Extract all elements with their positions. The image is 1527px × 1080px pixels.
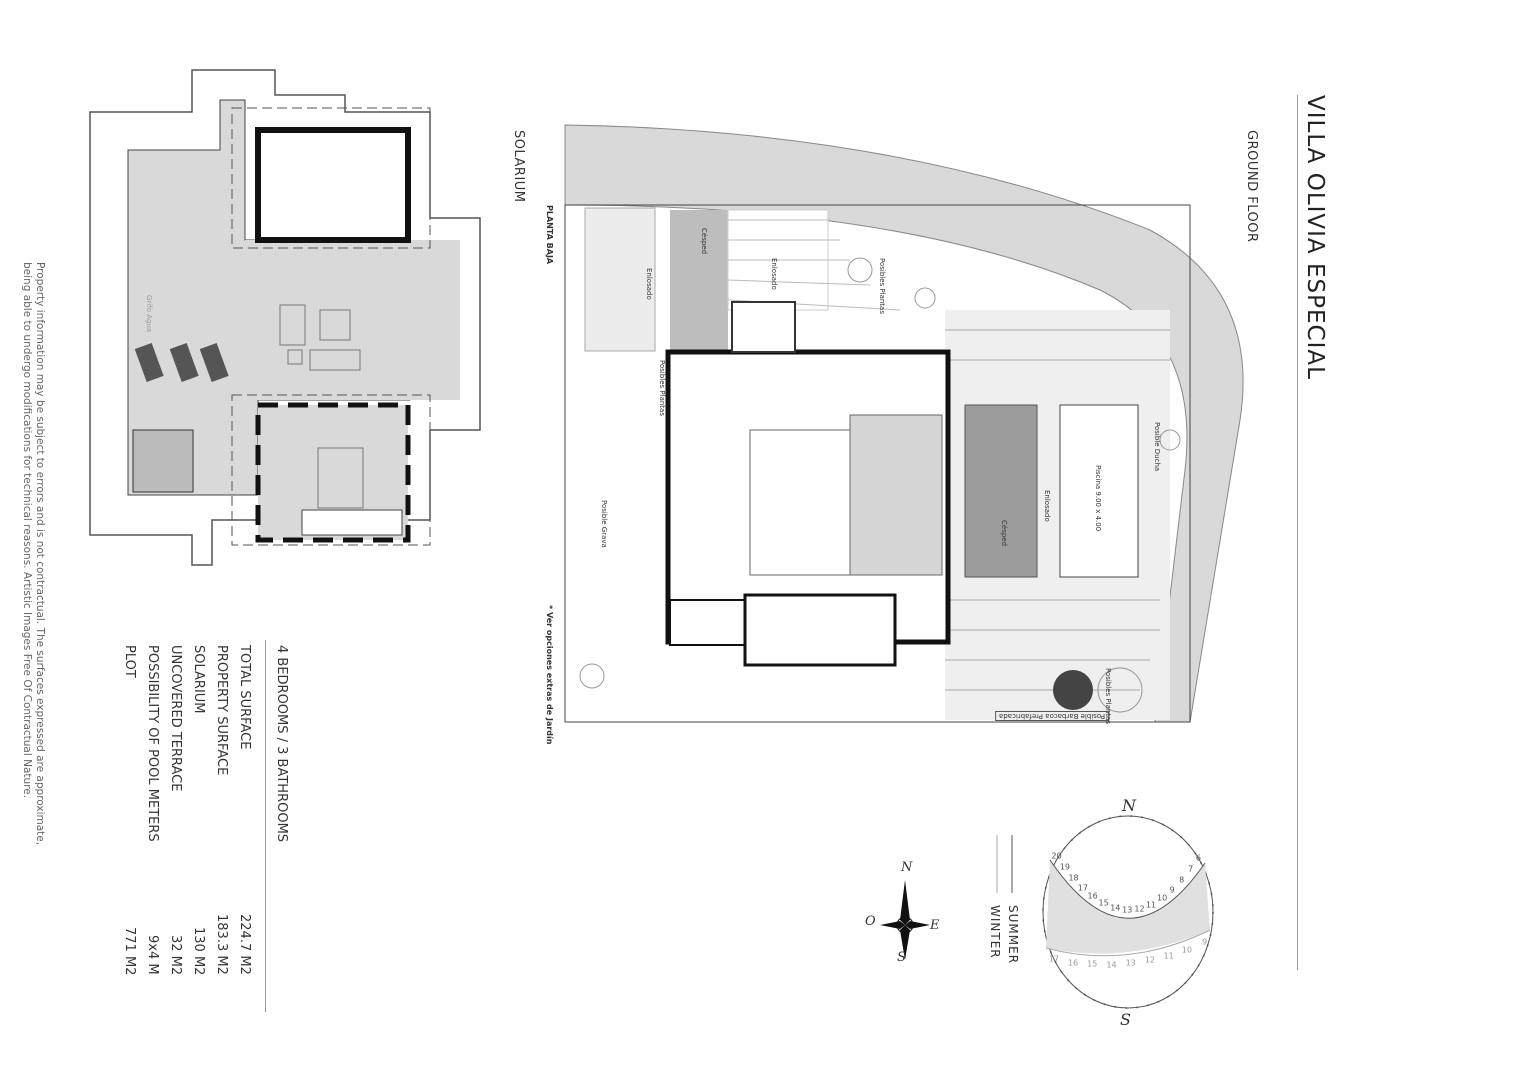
sun-path-diagram (996, 815, 1214, 1009)
spec-row: TOTAL SURFACE 224.7 M2 (233, 645, 256, 975)
summer-hour-label: 14 (1110, 903, 1121, 913)
specs-table: 4 BEDROOMS / 3 BATHROOMS TOTAL SURFACE 22… (118, 645, 293, 975)
ground-floor-heading: GROUND FLOOR (1244, 130, 1259, 243)
compass-e: E (930, 918, 940, 933)
winter-hour-label: 14 (1106, 960, 1117, 970)
label-cesped: Césped (1000, 520, 1008, 547)
label-grifo-agua: Grifo Agua (145, 295, 153, 333)
label-enlosado: Enlosado (645, 268, 653, 300)
summer-hour-label: 18 (1068, 873, 1079, 883)
label-posible-ducha: Posible Ducha (1153, 422, 1161, 472)
compass-n: N (901, 860, 913, 875)
label-enlosado: Enlosado (1043, 490, 1051, 522)
label-posible-grava: Posible Grava (600, 500, 608, 548)
spec-label: UNCOVERED TERRACE (168, 645, 183, 792)
winter-hour-label: 9 (1202, 937, 1208, 947)
summer-hour-label: 9 (1169, 885, 1175, 895)
disclaimer: Property information may be subject to e… (20, 262, 46, 845)
jardin-note: * Ver opciones extras de Jardín (545, 605, 554, 745)
summer-hour-label: 10 (1157, 893, 1168, 903)
summer-hour-label: 6 (1195, 853, 1201, 863)
spec-row: SOLARIUM 130 M2 (187, 645, 210, 975)
solarium-heading: SOLARIUM (511, 130, 526, 203)
label-posibles-plantas: Posibles Plantas (1104, 668, 1112, 724)
spec-value: 130 M2 (191, 926, 206, 975)
disclaimer-line: Property information may be subject to e… (34, 262, 46, 846)
planta-baja-label: PLANTA BAJA (545, 205, 554, 265)
spec-label: POSSIBILITY OF POOL METERS (145, 645, 160, 842)
label-barbacoa: Posible Barbacoa Prefabricada (995, 711, 1110, 721)
winter-hour-label: 13 (1125, 958, 1136, 968)
title-divider (1297, 95, 1298, 970)
winter-hour-label: 17 (1048, 954, 1059, 964)
spec-row: UNCOVERED TERRACE 32 M2 (164, 645, 187, 975)
sun-south: S (1120, 1010, 1131, 1029)
label-cesped: Césped (700, 228, 708, 255)
summer-hour-label: 15 (1098, 898, 1109, 908)
winter-hour-label: 15 (1087, 959, 1098, 969)
solarium-plan (89, 69, 481, 566)
summer-hour-label: 7 (1188, 864, 1194, 874)
winter-hour-label: 10 (1181, 945, 1192, 955)
spec-value: 771 M2 (122, 926, 137, 975)
spec-value: 32 M2 (168, 934, 183, 975)
spec-label: PLOT (122, 645, 137, 678)
compass-o: O (865, 914, 876, 929)
spec-row: PROPERTY SURFACE 183.3 M2 (210, 645, 233, 975)
ground-floor-plan (564, 124, 1244, 723)
spec-label: TOTAL SURFACE (237, 645, 252, 750)
summer-hour-label: 16 (1087, 891, 1098, 901)
label-piscina: Piscina 9.00 x 4.00 (1094, 465, 1102, 532)
spec-value: 9x4 M (145, 935, 160, 975)
summer-hour-label: 17 (1077, 883, 1088, 893)
label-enlosado: Enlosado (770, 258, 778, 290)
label-posibles-plantas: Posibles Plantas (658, 360, 666, 416)
summer-hour-label: 8 (1179, 875, 1185, 885)
spec-label: SOLARIUM (191, 645, 206, 714)
legend-summer: SUMMER (1006, 905, 1020, 965)
label-posibles-plantas: Posibles Plantas (878, 258, 886, 314)
spec-value: 183.3 M2 (214, 914, 229, 975)
spec-row: POSSIBILITY OF POOL METERS 9x4 M (141, 645, 164, 975)
summer-hour-label: 20 (1051, 851, 1062, 860)
winter-hour-label: 12 (1144, 955, 1155, 965)
disclaimer-line: being able to undergo modifications for … (21, 262, 33, 799)
summer-hour-label: 11 (1145, 900, 1157, 910)
summer-hour-label: 19 (1059, 862, 1071, 872)
summer-hour-label: 13 (1122, 905, 1133, 915)
legend-winter: WINTER (988, 905, 1002, 959)
compass-s: S (897, 950, 906, 965)
sun-north: N (1122, 796, 1136, 815)
spec-value: 224.7 M2 (237, 914, 252, 975)
winter-hour-label: 11 (1163, 951, 1174, 961)
summer-hour-label: 12 (1134, 904, 1145, 914)
spec-row: PLOT 771 M2 (118, 645, 141, 975)
compass-rose (880, 880, 930, 960)
winter-hour-label: 16 (1067, 958, 1079, 968)
specs-divider (265, 640, 266, 1012)
spec-label: PROPERTY SURFACE (214, 645, 229, 776)
page-title: VILLA OLIVIA ESPECIAL (1302, 95, 1328, 380)
specs-heading: 4 BEDROOMS / 3 BATHROOMS (274, 645, 289, 843)
